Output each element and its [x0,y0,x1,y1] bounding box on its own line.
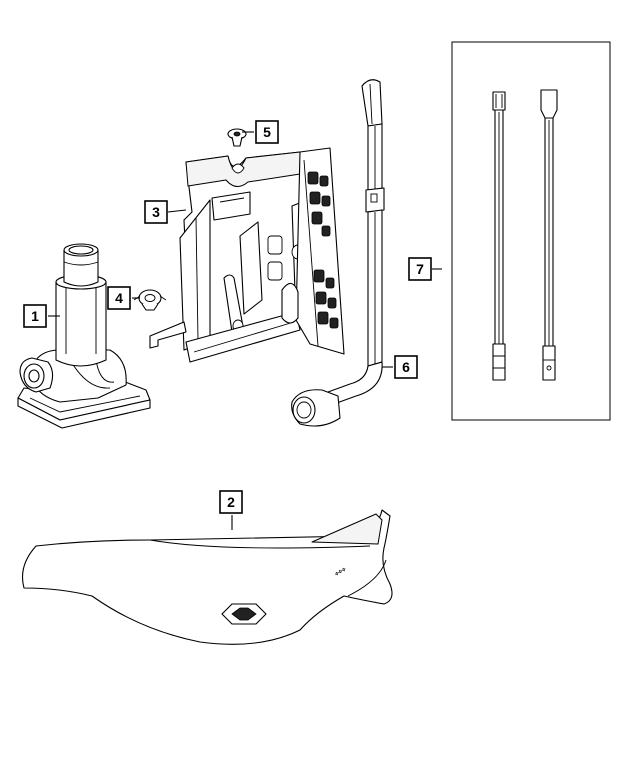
jack-part[interactable] [17,243,151,429]
callout-4-label: 4 [115,290,123,306]
svg-text:⟡⟡⟡: ⟡⟡⟡ [334,567,347,578]
callout-7-label: 7 [416,261,424,277]
push-pin-part[interactable] [227,128,247,147]
callout-6: 6 [394,355,418,379]
callout-2: 2 [219,490,243,514]
callout-1: 1 [23,304,47,328]
part-7-box [451,41,611,421]
bracket-part[interactable] [149,147,345,363]
callout-3-label: 3 [152,204,160,220]
tray-part[interactable]: ⟡⟡⟡ [21,509,393,645]
callout-2-label: 2 [227,494,235,510]
callout-7: 7 [408,257,432,281]
clip-part[interactable] [133,289,167,311]
callout-3: 3 [144,200,168,224]
extension-rods-part[interactable] [492,89,558,381]
callout-4: 4 [107,286,131,310]
callout-1-label: 1 [31,308,39,324]
lug-wrench-part[interactable] [291,79,385,427]
callout-5-label: 5 [263,124,271,140]
callout-6-label: 6 [402,359,410,375]
callout-5: 5 [255,120,279,144]
